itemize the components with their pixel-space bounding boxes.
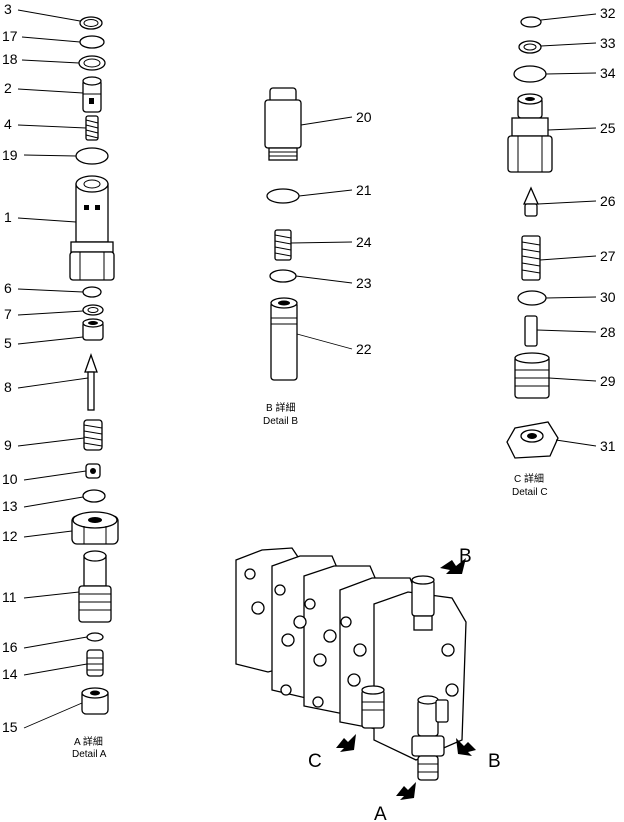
detail-c-caption-jp: C 詳細 — [514, 472, 544, 485]
part-7-ring — [82, 304, 104, 316]
detail-c-parts — [506, 13, 597, 459]
callout-17: 17 — [2, 28, 18, 44]
part-12-nut — [71, 511, 119, 545]
callout-14: 14 — [2, 666, 18, 682]
part-5-seat — [82, 318, 104, 341]
arrow-b-side — [456, 738, 476, 756]
part-27-spring — [521, 235, 541, 281]
part-24-spring — [274, 229, 292, 261]
arrow-a — [396, 782, 416, 800]
callout-15: 15 — [2, 719, 18, 735]
arrow-b-top — [440, 558, 466, 574]
callout-19: 19 — [2, 147, 18, 163]
detail-a-parts — [17, 9, 119, 729]
callout-7: 7 — [4, 306, 12, 322]
callout-5: 5 — [4, 335, 12, 351]
detail-b-parts — [264, 87, 353, 381]
detail-b-caption-en: Detail B — [263, 416, 298, 427]
callout-11: 11 — [2, 589, 17, 605]
part-17-ring — [79, 35, 105, 49]
callout-13: 13 — [2, 498, 18, 514]
callout-20: 20 — [356, 109, 372, 125]
part-19-oring — [75, 147, 109, 165]
part-21-oring — [266, 188, 300, 204]
callout-25: 25 — [600, 120, 616, 136]
view-label-a: A — [374, 804, 387, 822]
callout-22: 22 — [356, 341, 372, 357]
callout-26: 26 — [600, 193, 616, 209]
part-31-nut — [506, 421, 559, 459]
part-26-poppet — [523, 186, 539, 217]
part-34-oring — [513, 65, 547, 83]
part-1-valve-body — [69, 175, 115, 281]
callout-33: 33 — [600, 35, 616, 51]
part-32-oring — [520, 16, 542, 28]
part-3-oring — [79, 16, 103, 30]
part-10-retainer — [85, 463, 101, 479]
part-18-ring — [78, 55, 106, 71]
callout-27: 27 — [600, 248, 616, 264]
detail-b-caption-jp: B 詳細 — [266, 401, 295, 414]
part-8-needle — [84, 353, 98, 411]
callout-3: 3 — [4, 1, 12, 17]
part-20-cap — [264, 87, 302, 161]
part-30-oring — [517, 290, 547, 306]
callout-12: 12 — [2, 528, 18, 544]
callout-31: 31 — [600, 438, 616, 454]
part-29-plug — [514, 352, 550, 399]
part-11-plug — [78, 550, 112, 623]
callout-32: 32 — [600, 5, 616, 21]
part-16-oring — [86, 632, 104, 642]
part-4-spring — [85, 115, 99, 141]
part-22-piston — [270, 297, 298, 381]
view-label-c: C — [308, 751, 322, 772]
callout-29: 29 — [600, 373, 616, 389]
detail-a-caption-en: Detail A — [72, 749, 107, 760]
control-valve-assembly — [235, 547, 476, 800]
part-23-oring — [269, 269, 297, 283]
callout-34: 34 — [600, 65, 616, 81]
callout-2: 2 — [4, 80, 12, 96]
part-9-spring — [83, 419, 103, 451]
part-2-poppet — [82, 76, 102, 113]
callout-30: 30 — [600, 289, 616, 305]
callout-16: 16 — [2, 639, 18, 655]
callout-28: 28 — [600, 324, 616, 340]
callout-4: 4 — [4, 116, 12, 132]
callout-23: 23 — [356, 275, 372, 291]
callout-18: 18 — [2, 51, 18, 67]
view-label-b-side: B — [488, 751, 501, 772]
part-6-oring — [82, 286, 102, 298]
part-28-pin — [524, 315, 538, 347]
part-33-ring — [518, 40, 542, 54]
callout-8: 8 — [4, 379, 12, 395]
part-15-locknut — [81, 687, 109, 715]
arrow-c — [336, 734, 356, 752]
view-label-b-top: B — [459, 546, 472, 567]
detail-a-caption-jp: A 詳細 — [74, 735, 103, 748]
callout-10: 10 — [2, 471, 18, 487]
callout-1: 1 — [4, 209, 12, 225]
part-13-oring — [82, 489, 106, 503]
callout-6: 6 — [4, 280, 12, 296]
part-14-screw — [86, 649, 104, 677]
callout-21: 21 — [356, 182, 372, 198]
callout-24: 24 — [356, 234, 372, 250]
part-25-valve — [507, 93, 553, 173]
detail-c-caption-en: Detail C — [512, 487, 548, 498]
callout-9: 9 — [4, 437, 12, 453]
